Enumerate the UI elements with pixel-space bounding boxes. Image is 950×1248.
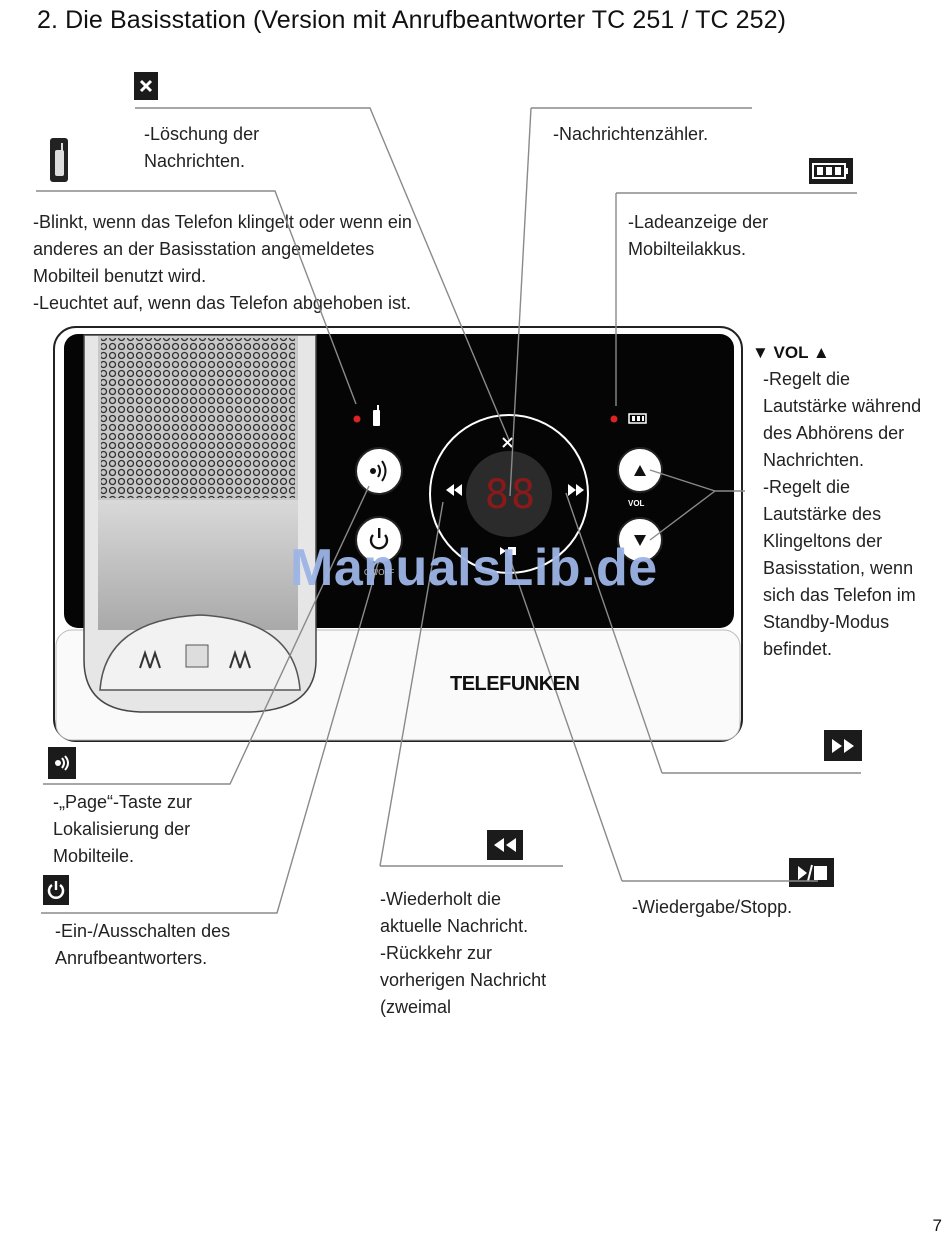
vol-description: -Regelt die Lautstärke während des Abhör… xyxy=(763,369,922,659)
rewind-icon xyxy=(487,830,523,860)
brand-logo: TELEFUNKEN xyxy=(450,673,580,695)
power-device-label: ON/OFF xyxy=(364,568,395,577)
message-counter-display: 88 xyxy=(484,472,538,518)
vol-heading: ▼ VOL ▲ xyxy=(752,343,830,362)
page-speaker-icon xyxy=(48,747,76,779)
battery-label: -Ladeanzeige der Mobilteilakkus. xyxy=(628,212,769,259)
play-label: -Wiedergabe/Stopp. xyxy=(632,897,793,917)
vol-device-label: VOL xyxy=(628,499,645,508)
repeat-label: -Wiederholt die aktuelle Nachricht. -Rüc… xyxy=(380,889,547,1017)
handset-icon xyxy=(50,138,68,182)
page-label: -„Page“-Taste zur Lokalisierung der Mobi… xyxy=(53,792,193,866)
power-label: -Ein-/Ausschalten des Anrufbeantworters. xyxy=(55,921,231,968)
x-icon xyxy=(134,72,158,100)
power-icon xyxy=(43,875,69,905)
delete-label: -Löschung der Nachrichten. xyxy=(144,124,260,171)
blink-label: -Blinkt, wenn das Telefon klingelt oder … xyxy=(33,212,412,313)
page-number: 7 xyxy=(932,1216,942,1235)
battery-icon xyxy=(809,158,853,184)
play-stop-icon xyxy=(789,858,834,887)
watermark: ManualsLib.de xyxy=(290,539,658,597)
page-title: 2. Die Basisstation (Version mit Anrufbe… xyxy=(37,6,787,34)
counter-label: -Nachrichtenzähler. xyxy=(553,124,709,144)
forward-icon xyxy=(824,730,862,761)
